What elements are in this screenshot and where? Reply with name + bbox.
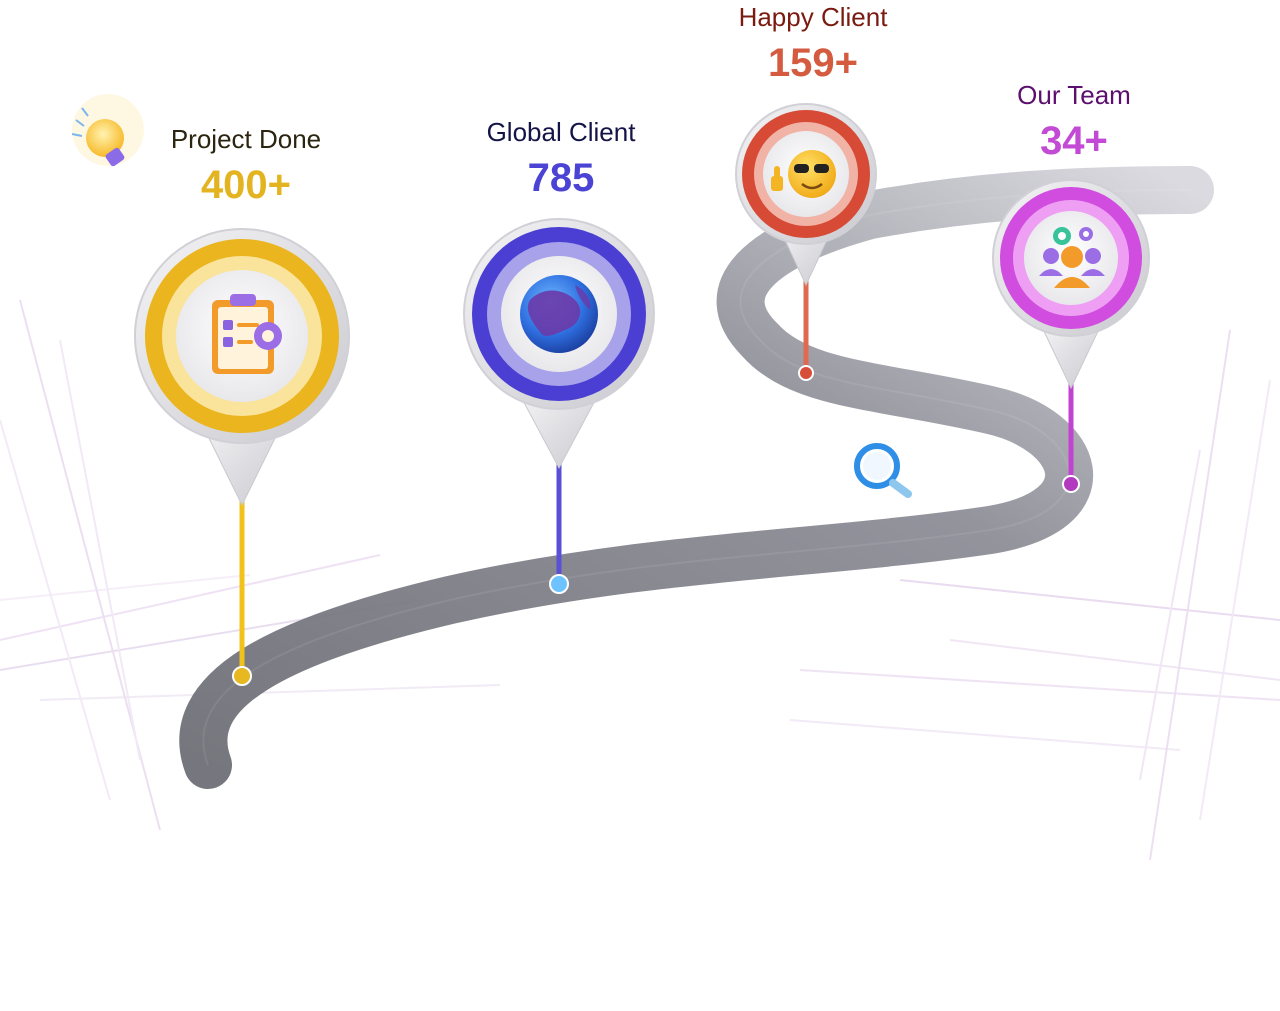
stat-value: 400+ (200, 163, 292, 207)
team-gear-icon (1039, 227, 1105, 288)
road (179, 166, 1214, 789)
pin-project-done (134, 228, 350, 686)
stat-project-done: Project Done 400+ (146, 124, 346, 208)
stat-value: 785 (527, 156, 595, 200)
stat-label: Project Done (170, 124, 322, 154)
stat-global-client: Global Client 785 (461, 117, 661, 201)
stat-label: Global Client (486, 117, 636, 147)
pin-happy-client (735, 103, 877, 381)
stat-value: 34+ (1040, 119, 1108, 163)
pin-our-team (992, 179, 1150, 493)
stat-our-team: Our Team 34+ (974, 80, 1174, 164)
sunglasses-emoji-thumbs-up-icon (771, 150, 836, 198)
stat-label: Happy Client (738, 2, 888, 32)
magnifier-icon (854, 443, 912, 498)
stat-value: 159+ (767, 41, 859, 85)
background-lines (0, 299, 1280, 861)
stat-label: Our Team (1017, 80, 1131, 110)
stat-happy-client: Happy Client 159+ (713, 2, 913, 86)
clipboard-checklist-gear-icon (212, 294, 282, 374)
pin-global-client (463, 218, 655, 594)
globe-icon (520, 275, 598, 353)
lightbulb-icon (71, 94, 144, 167)
